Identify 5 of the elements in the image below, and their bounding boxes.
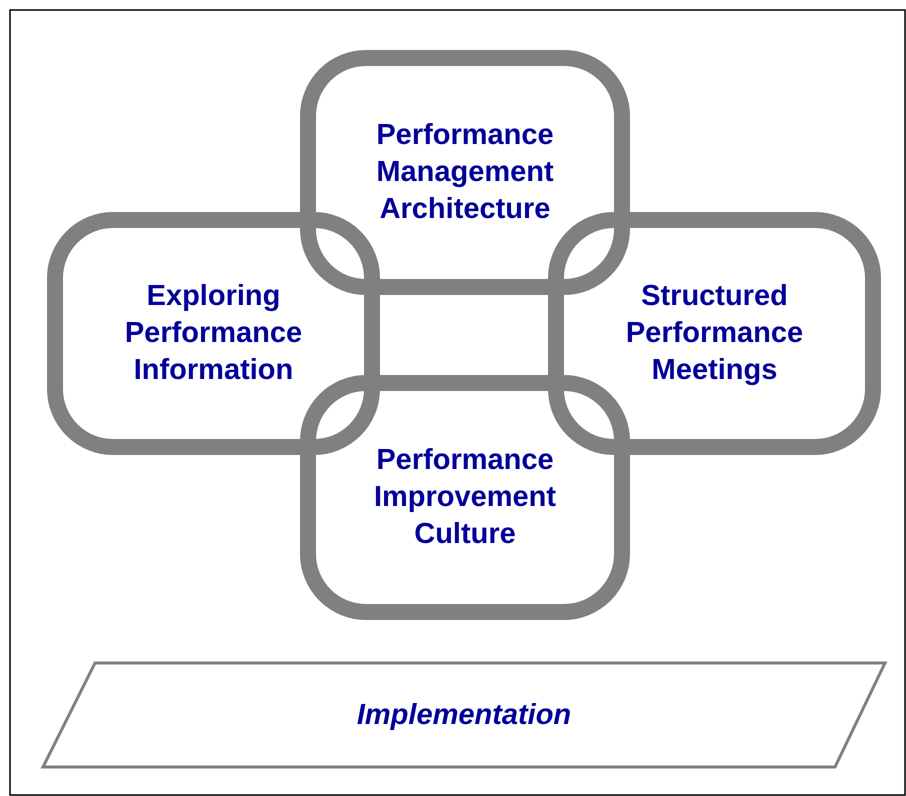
ring-label: Structured Performance Meetings	[624, 279, 804, 388]
ring-label: Exploring Performance Information	[124, 279, 304, 388]
ring-label: Performance Improvement Culture	[372, 443, 558, 552]
ring-label: Performance Management Architecture	[375, 118, 555, 227]
band-label: Implementation	[356, 698, 572, 732]
